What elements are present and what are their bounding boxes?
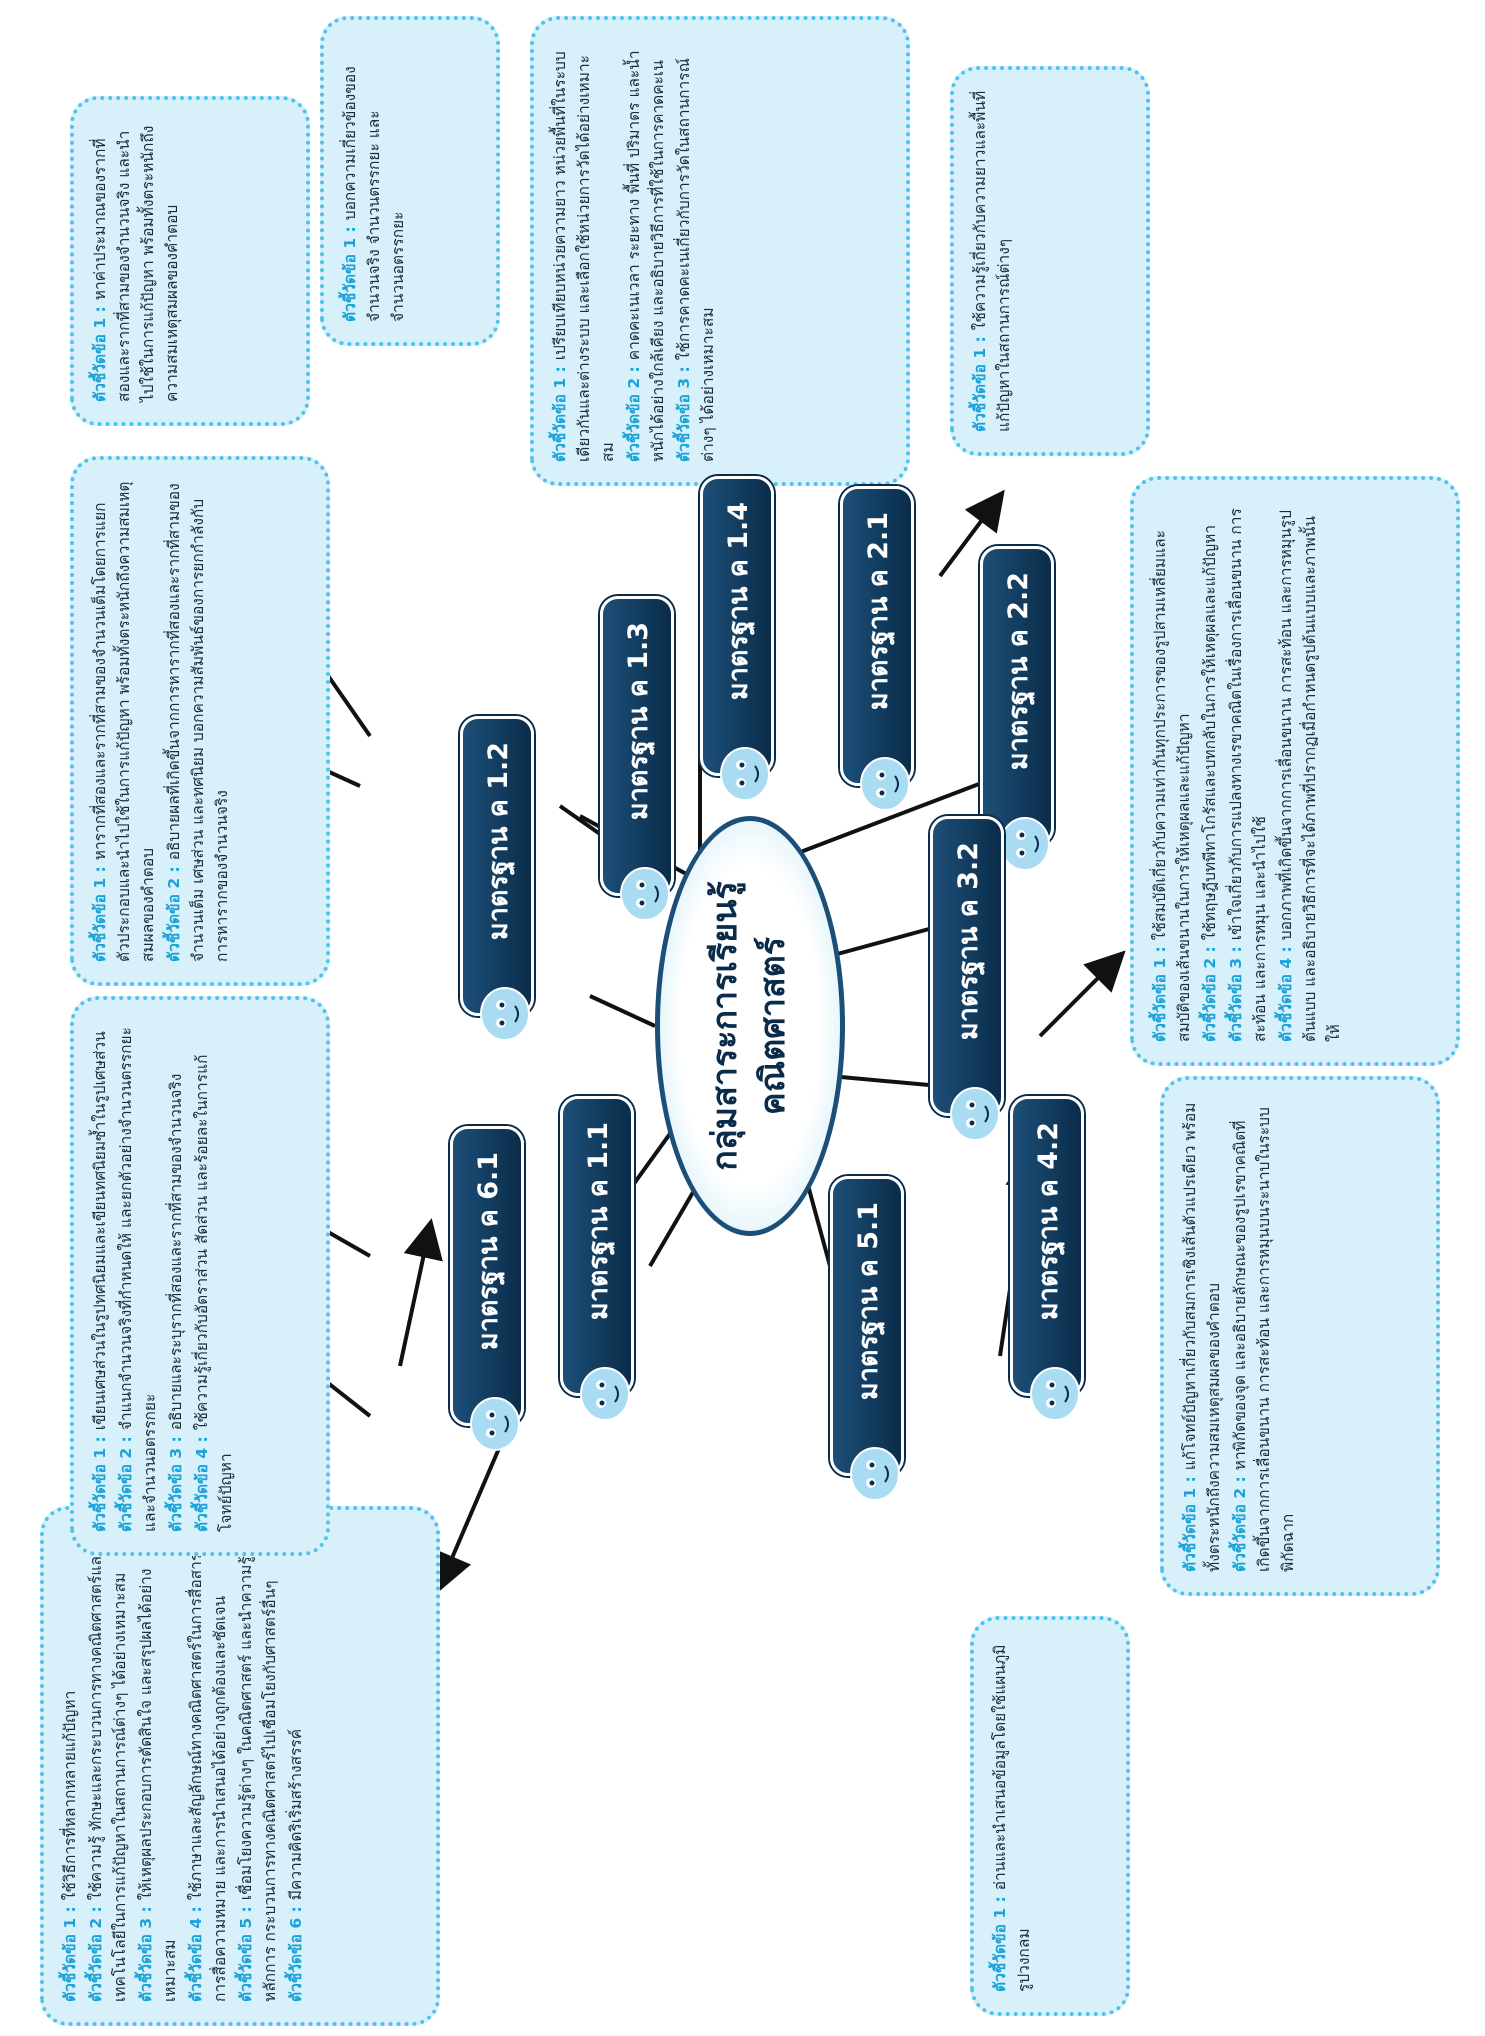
mascot-icon — [950, 1087, 1000, 1141]
standard-6-1: มาตรฐาน ค 6.1 — [450, 1126, 524, 1451]
standard-1-4: มาตรฐาน ค 1.4 — [700, 476, 774, 801]
mascot-icon — [580, 1367, 630, 1421]
mascot-icon — [860, 757, 910, 811]
indicator-box-1-1: ตัวชี้วัดข้อ 1 :เขียนเศษส่วนในรูปทศนิยมแ… — [70, 996, 330, 1556]
standard-5-1: มาตรฐาน ค 5.1 — [830, 1176, 904, 1501]
mascot-icon — [480, 987, 530, 1041]
indicator-box-5-1: ตัวชี้วัดข้อ 1 :อ่านและนำเสนอข้อมูลโดยใช… — [970, 1616, 1130, 2016]
indicator-item: ตัวชี้วัดข้อ 1 :ใช้ความรู้เกี่ยวกับความย… — [971, 90, 1014, 432]
indicator-box-1-3: ตัวชี้วัดข้อ 1 :หาค่าประมาณของรากที่สองแ… — [70, 96, 310, 426]
indicator-item: ตัวชี้วัดข้อ 2 :หาพิกัดของจุด และอธิบายล… — [1231, 1107, 1298, 1572]
standard-6-1-label: มาตรฐาน ค 6.1 — [472, 1151, 504, 1351]
indicator-item: ตัวชี้วัดข้อ 2 :ใช้ทฤษฎีบทพีทาโกรัสและบท… — [1201, 524, 1220, 1042]
mascot-icon — [720, 747, 770, 801]
indicator-item: ตัวชี้วัดข้อ 2 :อธิบายผลที่เกิดขึ้นจากกา… — [165, 483, 232, 962]
indicator-item: ตัวชี้วัดข้อ 5 :เชื่อมโยงความรู้ต่างๆ ใน… — [237, 1556, 280, 2002]
standard-1-2-label: มาตรฐาน ค 1.2 — [482, 741, 514, 941]
standard-1-3-label: มาตรฐาน ค 1.3 — [622, 621, 654, 821]
indicator-item: ตัวชี้วัดข้อ 3 :ใช้การคาดคะเนเกี่ยวกับกา… — [675, 58, 718, 462]
standard-2-1-label: มาตรฐาน ค 2.1 — [862, 511, 894, 711]
indicator-item: ตัวชี้วัดข้อ 1 :อ่านและนำเสนอข้อมูลโดยใช… — [991, 1644, 1034, 1992]
indicator-item: ตัวชี้วัดข้อ 1 :หารากที่สองและรากที่สามข… — [91, 481, 158, 962]
center-title-line2: คณิตศาสตร์ — [753, 936, 793, 1116]
standard-4-2: มาตรฐาน ค 4.2 — [1010, 1096, 1084, 1421]
indicator-item: ตัวชี้วัดข้อ 3 :อธิบายและระบุรากที่สองแล… — [167, 1073, 186, 1532]
indicator-box-1-4: ตัวชี้วัดข้อ 1 :บอกความเกี่ยวข้องของจำนว… — [320, 16, 500, 346]
standard-5-1-label: มาตรฐาน ค 5.1 — [852, 1201, 884, 1401]
standard-1-3: มาตรฐาน ค 1.3 — [600, 596, 674, 921]
mascot-icon — [850, 1447, 900, 1501]
indicator-item: ตัวชี้วัดข้อ 3 :ให้เหตุผลประกอบการตัดสิน… — [137, 1568, 180, 2002]
standard-1-4-label: มาตรฐาน ค 1.4 — [722, 501, 754, 701]
standard-2-2-label: มาตรฐาน ค 2.2 — [1002, 571, 1034, 771]
center-title-line1: กลุ่มสาระการเรียนรู้ — [705, 881, 746, 1171]
standard-3-2: มาตรฐาน ค 3.2 — [930, 816, 1004, 1141]
indicator-box-2-2: ตัวชี้วัดข้อ 1 :ใช้ความรู้เกี่ยวกับความย… — [950, 66, 1150, 456]
standard-3-2-label: มาตรฐาน ค 3.2 — [952, 841, 984, 1041]
indicator-item: ตัวชี้วัดข้อ 6 :มีความคิดริเริ่มสร้างสรร… — [287, 1728, 306, 2002]
standard-4-2-label: มาตรฐาน ค 4.2 — [1032, 1121, 1064, 1321]
indicator-item: ตัวชี้วัดข้อ 2 :ใช้ความรู้ ทักษะและกระบว… — [87, 1547, 130, 2002]
standard-1-2: มาตรฐาน ค 1.2 — [460, 716, 534, 1041]
mascot-icon — [1030, 1367, 1080, 1421]
indicator-item: ตัวชี้วัดข้อ 4 :ใช้ความรู้เกี่ยวกับอัตรา… — [193, 1054, 236, 1532]
standard-1-1: มาตรฐาน ค 1.1 — [560, 1096, 634, 1421]
standard-2-1: มาตรฐาน ค 2.1 — [840, 486, 914, 811]
indicator-item: ตัวชี้วัดข้อ 1 :เปรียบเทียบหน่วยความยาว … — [551, 51, 618, 462]
indicator-item: ตัวชี้วัดข้อ 1 :ใช้วิธีการที่หลากหลายแก้… — [61, 1690, 79, 2002]
indicator-box-6-1: ตัวชี้วัดข้อ 1 :ใช้วิธีการที่หลากหลายแก้… — [40, 1506, 440, 2026]
indicator-item: ตัวชี้วัดข้อ 3 :เข้าใจเกี่ยวกับการแปลงทา… — [1227, 508, 1270, 1042]
indicator-item: ตัวชี้วัดข้อ 1 :เขียนเศษส่วนในรูปทศนิยมแ… — [91, 1031, 109, 1532]
indicator-item: ตัวชี้วัดข้อ 4 :ใช้ภาษาและสัญลักษณ์ทางคณ… — [187, 1552, 230, 2002]
indicator-item: ตัวชี้วัดข้อ 4 :บอกภาพที่เกิดขึ้นจากการเ… — [1277, 510, 1344, 1042]
mascot-icon — [1000, 817, 1050, 871]
indicator-item: ตัวชี้วัดข้อ 1 :ใช้สมบัติเกี่ยวกับความเท… — [1151, 530, 1194, 1042]
standard-2-2: มาตรฐาน ค 2.2 — [980, 546, 1054, 871]
indicator-item: ตัวชี้วัดข้อ 2 :จำแนกจำนวนจริงที่กำหนดให… — [117, 1027, 160, 1532]
indicator-box-4-2: ตัวชี้วัดข้อ 1 :แก้โจทย์ปัญหาเกี่ยวกับสม… — [1160, 1076, 1440, 1596]
indicator-box-1-2: ตัวชี้วัดข้อ 1 :หารากที่สองและรากที่สามข… — [70, 456, 330, 986]
center-topic: กลุ่มสาระการเรียนรู้ คณิตศาสตร์ — [655, 816, 845, 1236]
mascot-icon — [470, 1397, 520, 1451]
mascot-icon — [620, 867, 670, 921]
indicator-box-3-2: ตัวชี้วัดข้อ 1 :ใช้สมบัติเกี่ยวกับความเท… — [1130, 476, 1460, 1066]
indicator-item: ตัวชี้วัดข้อ 2 :คาดคะเนเวลา ระยะทาง พื้น… — [625, 50, 668, 462]
indicator-item: ตัวชี้วัดข้อ 1 :บอกความเกี่ยวข้องของจำนว… — [341, 66, 408, 322]
standard-1-1-label: มาตรฐาน ค 1.1 — [582, 1121, 614, 1321]
indicator-item: ตัวชี้วัดข้อ 1 :หาค่าประมาณของรากที่สองแ… — [91, 125, 182, 402]
indicator-box-2-1: ตัวชี้วัดข้อ 1 :เปรียบเทียบหน่วยความยาว … — [530, 16, 910, 486]
indicator-item: ตัวชี้วัดข้อ 1 :แก้โจทย์ปัญหาเกี่ยวกับสม… — [1181, 1102, 1224, 1572]
